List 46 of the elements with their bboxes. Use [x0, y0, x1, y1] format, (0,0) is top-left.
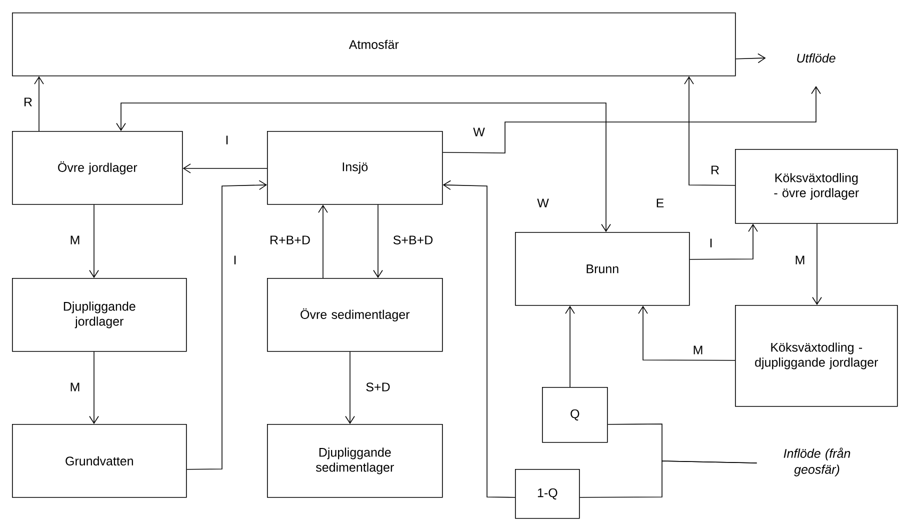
- process-box: Brunn: [515, 232, 690, 306]
- edge-label: M: [68, 382, 82, 392]
- edge-label: I: [224, 134, 230, 146]
- process-box: Atmosfär: [12, 12, 736, 76]
- edge-label: I: [708, 238, 714, 248]
- flow-label: Inflöde (från geosfär): [784, 448, 850, 476]
- arrow: [182, 164, 268, 174]
- edge-label: R: [710, 164, 721, 176]
- flow-label: W: [536, 198, 550, 208]
- arrow: [735, 53, 766, 64]
- process-box: 1-Q: [515, 469, 580, 519]
- edge-label: R+B+D: [268, 234, 312, 246]
- flow-label: Utflöde: [797, 53, 836, 63]
- edge-label: S+D: [364, 382, 392, 392]
- process-box: Övre sedimentlager: [267, 278, 443, 352]
- process-box: Övre jordlager: [12, 131, 183, 205]
- arrow: [186, 180, 267, 470]
- arrow: [89, 351, 99, 424]
- arrow: [684, 76, 736, 186]
- edge-label: S+B+D: [392, 234, 434, 246]
- process-box: Q: [542, 387, 608, 443]
- arrow: [116, 102, 611, 232]
- arrow: [345, 351, 355, 424]
- arrow: [373, 204, 383, 278]
- process-box: Insjö: [267, 131, 443, 205]
- arrow: [89, 204, 99, 278]
- edge-label: M: [794, 254, 806, 266]
- arrow: [318, 204, 328, 278]
- arrow: [638, 306, 736, 361]
- edge-label: I: [232, 254, 238, 266]
- arrow: [34, 76, 44, 132]
- arrow: [812, 223, 822, 305]
- edge-label: M: [692, 344, 704, 356]
- edge-label: W: [472, 126, 486, 138]
- flow-label: E: [654, 198, 666, 208]
- process-box: Djupliggande jordlager: [12, 278, 187, 352]
- edge-label: M: [68, 234, 82, 246]
- arrow: [689, 224, 758, 260]
- process-box: Grundvatten: [12, 424, 187, 498]
- edge-label: R: [22, 96, 34, 108]
- arrow: [565, 306, 575, 388]
- process-box: Djupliggande sedimentlager: [267, 424, 443, 498]
- arrow: [442, 180, 516, 498]
- arrow: [442, 86, 821, 154]
- process-box: Köksväxtodling - övre jordlager: [735, 149, 898, 224]
- process-box: Köksväxtodling - djupliggande jordlager: [735, 305, 898, 407]
